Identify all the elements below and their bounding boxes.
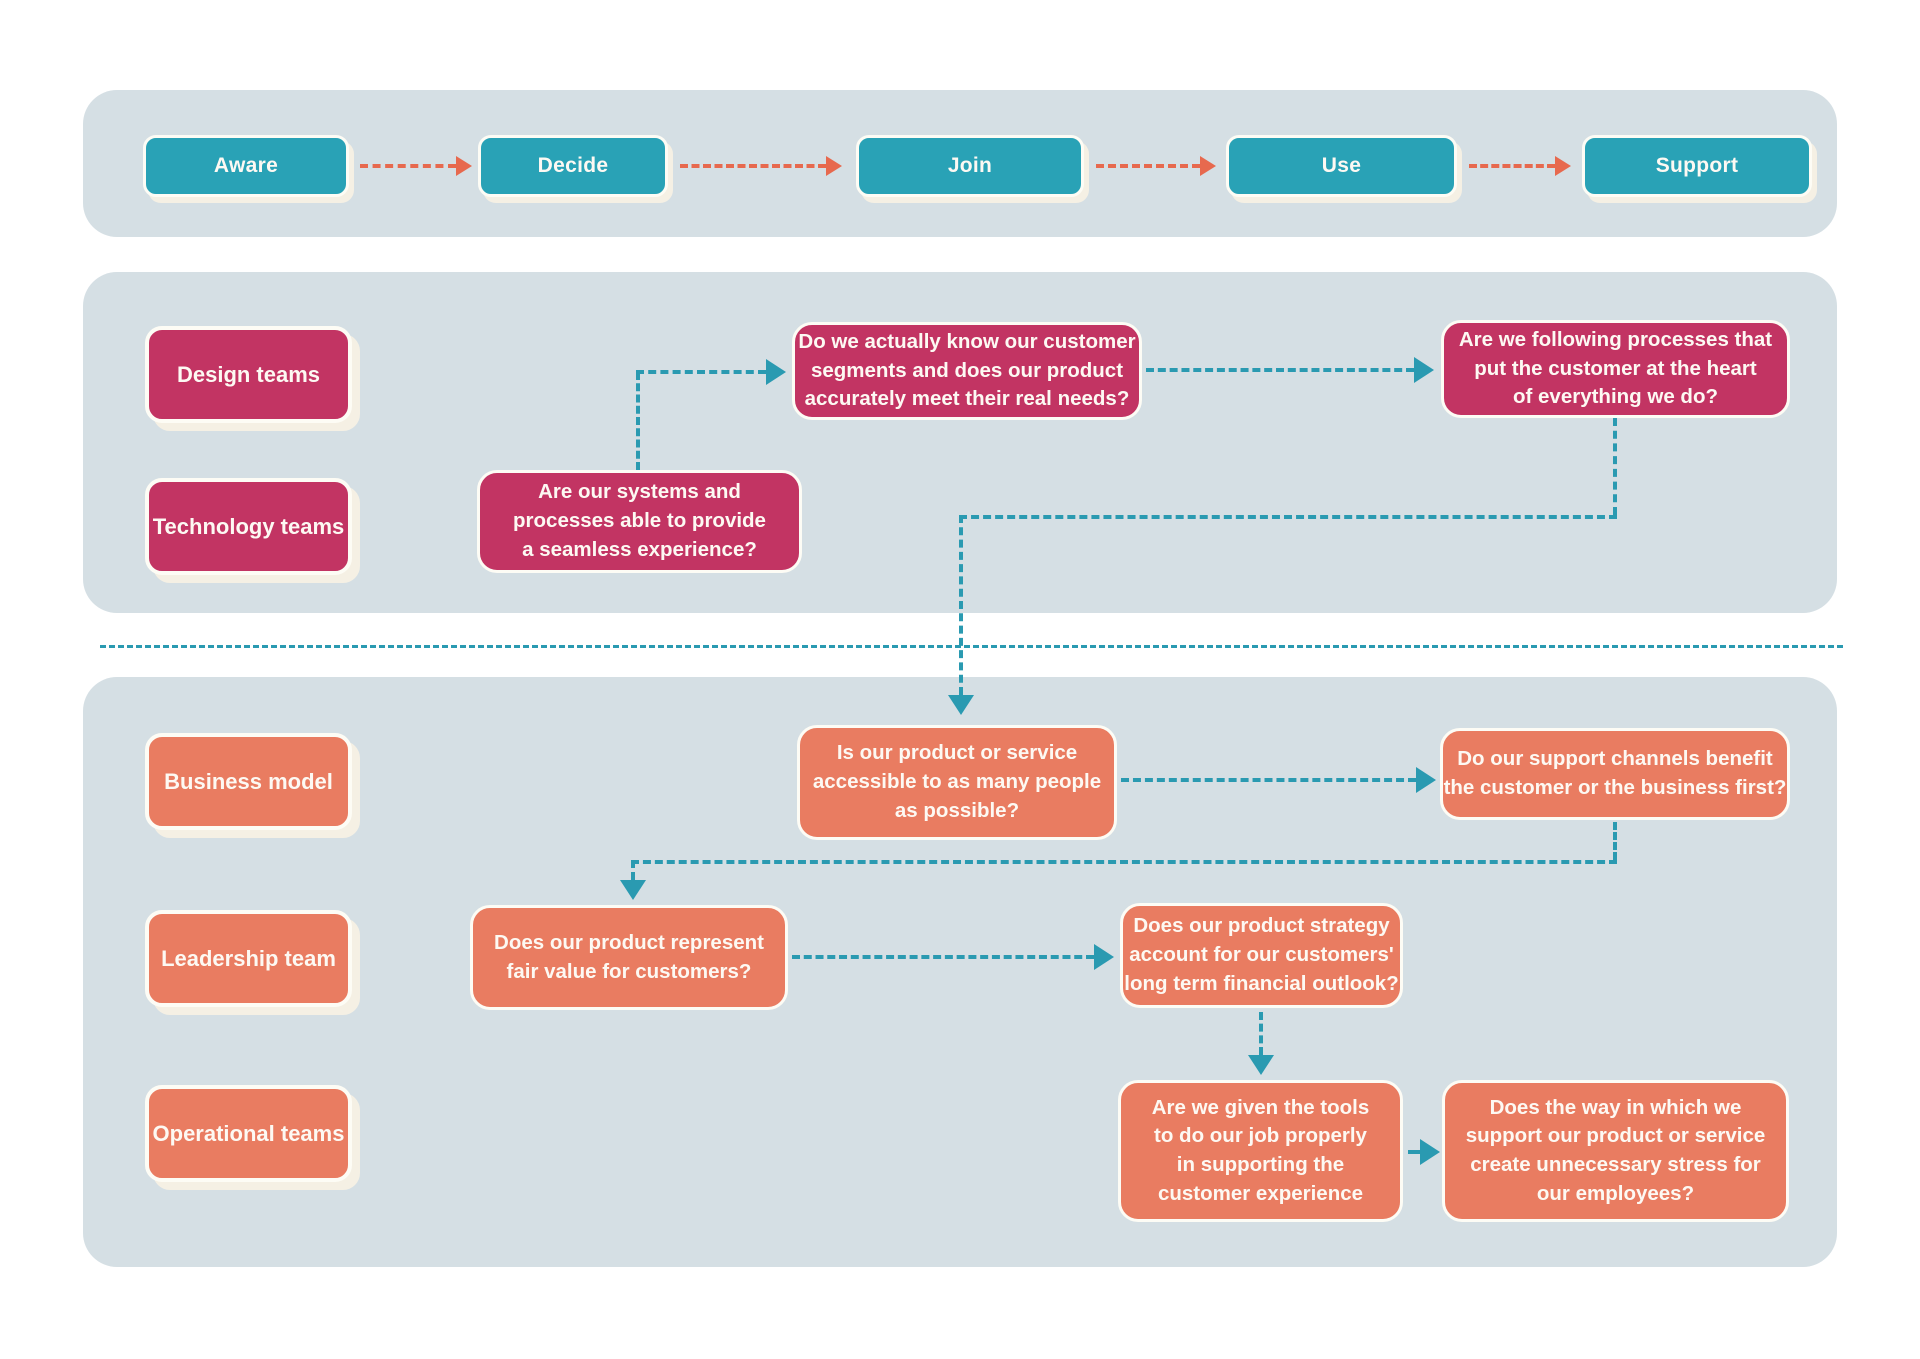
connector-strategy-to-tools	[1259, 1012, 1263, 1055]
arrowhead-icon	[1248, 1055, 1274, 1075]
team-box-design-teams: Design teams	[145, 326, 352, 423]
arrowhead-icon	[1416, 767, 1436, 793]
arrowhead-icon	[1420, 1139, 1440, 1165]
arrow-aware-to-decide	[360, 164, 456, 168]
team-box-technology-teams: Technology teams	[145, 478, 352, 575]
connector-tools-to-stress	[1408, 1150, 1420, 1154]
question-box-strategy: Does our product strategy account for ou…	[1120, 903, 1403, 1008]
question-box-systems: Are our systems and processes able to pr…	[477, 470, 802, 573]
team-box-operational-teams: Operational teams	[145, 1085, 352, 1182]
question-box-fair-value: Does our product represent fair value fo…	[470, 905, 788, 1010]
connector-to-fair-value	[631, 860, 635, 880]
stage-box-support: Support	[1582, 135, 1812, 197]
connector-systems-to-segments	[636, 370, 766, 374]
connector-processes-down	[1613, 418, 1617, 515]
connector-systems-up	[636, 372, 640, 470]
arrowhead-icon	[1200, 156, 1216, 176]
arrow-decide-to-join	[680, 164, 826, 168]
connector-fair-value-to-strategy	[792, 955, 1094, 959]
arrowhead-icon	[1555, 156, 1571, 176]
connector-processes-elbow	[959, 515, 1617, 519]
arrowhead-icon	[948, 695, 974, 715]
connector-segments-to-processes	[1146, 368, 1414, 372]
arrowhead-icon	[456, 156, 472, 176]
team-box-leadership-team: Leadership team	[145, 910, 352, 1007]
arrow-join-to-use	[1096, 164, 1200, 168]
arrowhead-icon	[766, 359, 786, 385]
connector-channels-elbow	[631, 860, 1617, 864]
stage-box-use: Use	[1226, 135, 1457, 197]
arrow-use-to-support	[1469, 164, 1555, 168]
arrowhead-icon	[1414, 357, 1434, 383]
arrowhead-icon	[620, 880, 646, 900]
connector-channels-down	[1613, 822, 1617, 860]
connector-to-accessible	[959, 515, 963, 695]
stage-box-aware: Aware	[143, 135, 349, 197]
question-box-accessible: Is our product or service accessible to …	[797, 725, 1117, 840]
stage-box-decide: Decide	[478, 135, 668, 197]
arrowhead-icon	[826, 156, 842, 176]
question-box-tools: Are we given the tools to do our job pro…	[1118, 1080, 1403, 1222]
question-box-processes: Are we following processes that put the …	[1441, 320, 1790, 418]
stage-box-join: Join	[856, 135, 1084, 197]
section-divider-line	[100, 645, 1843, 648]
connector-accessible-to-channels	[1121, 778, 1416, 782]
question-box-channels: Do our support channels benefit the cust…	[1440, 728, 1790, 820]
question-box-stress: Does the way in which we support our pro…	[1442, 1080, 1789, 1222]
question-box-segments: Do we actually know our customer segment…	[792, 322, 1142, 420]
team-box-business-model: Business model	[145, 733, 352, 830]
arrowhead-icon	[1094, 944, 1114, 970]
